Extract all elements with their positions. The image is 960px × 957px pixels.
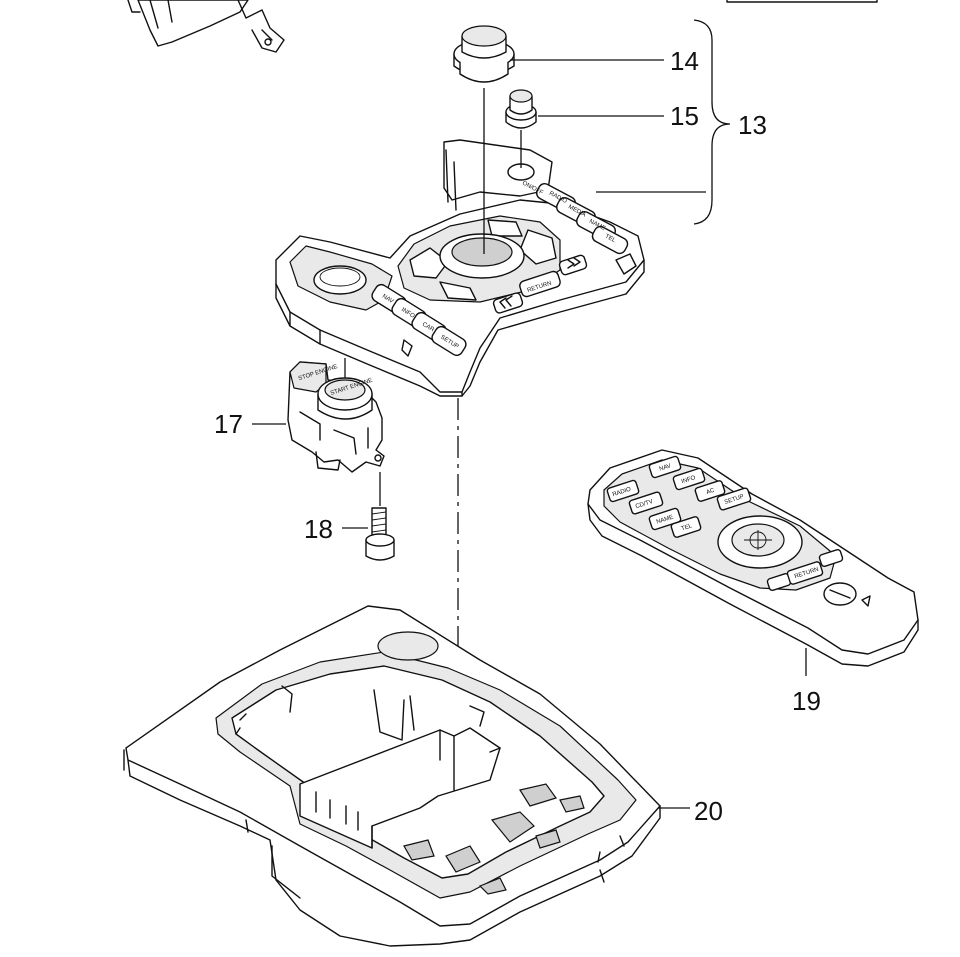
remote-key-radio: RADIO [612,487,632,499]
knob-cap-14 [453,25,515,83]
callout-18: 18 [304,514,333,544]
rotary-knob-left [313,265,367,295]
frame-fragment [726,0,878,3]
remote-key-tel: TEL [681,523,694,532]
right-key-column: RADIO MEDIA NAME TEL [535,182,629,255]
button-cap-15 [505,89,537,129]
remote-key-name: NAME [656,515,674,526]
cup-seat [377,631,439,661]
key-nav: NAV [381,294,394,305]
screw-18 [365,507,395,561]
housing-fragment-top-left [127,0,285,53]
remote-key-ac: AC [706,488,716,496]
left-key-stack: NAV INFO CAR SETUP [371,283,467,357]
key-tel: TEL [604,234,617,245]
remote-key-cd-tv: CD/TV [635,499,654,510]
start-stop-switch-17: STOP ENGINE START ENGINE [287,361,385,473]
callout-20: 20 [694,796,723,826]
remote-key-nav: NAV [659,463,672,472]
return-key-group: RETURN [492,254,588,314]
callout-14: 14 [670,46,699,76]
callout-17: 17 [214,409,243,439]
callout-15: 15 [670,101,699,131]
callout-13: 13 [738,110,767,140]
remote-control-19: RADIO CD/TV NAV INFO NAME TEL AC SETUP R… [587,449,919,667]
remote-keys: RADIO CD/TV NAV INFO NAME TEL AC SETUP [606,455,752,538]
console-trim-20 [123,605,661,947]
callout-19: 19 [792,686,821,716]
remote-key-info: INFO [681,475,697,485]
remote-key-setup: SETUP [724,494,745,506]
leader-lines [252,19,807,809]
control-unit-13: RADIO MEDIA NAME TEL ON/OFF RETURN NAV I… [275,139,645,397]
